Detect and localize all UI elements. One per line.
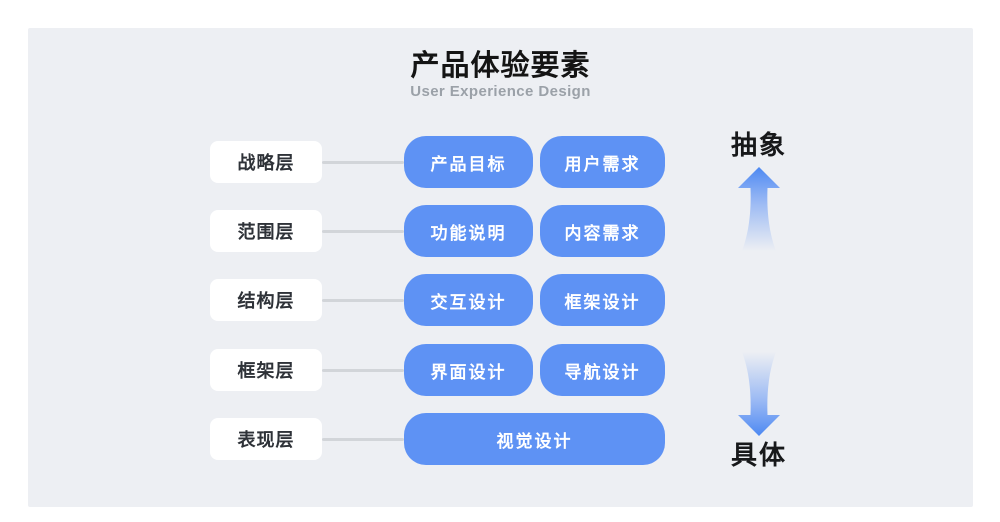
connector-line [322, 437, 404, 441]
element-box-navigation-design: 导航设计 [540, 344, 665, 396]
layer-row-surface: 表现层 视觉设计 [210, 413, 665, 465]
axis-abstract-label: 抽象 [730, 130, 787, 160]
layer-row-skeleton: 框架层 界面设计 导航设计 [210, 344, 665, 396]
element-box-visual-design: 视觉设计 [404, 413, 665, 465]
layer-row-scope: 范围层 功能说明 内容需求 [210, 205, 665, 257]
element-boxes: 视觉设计 [404, 413, 665, 465]
layer-row-strategy: 战略层 产品目标 用户需求 [210, 136, 665, 188]
element-box-interface-design: 界面设计 [404, 344, 533, 396]
layer-label-scope: 范围层 [210, 210, 322, 252]
element-box-content-requirements: 内容需求 [540, 205, 665, 257]
layer-label-skeleton: 框架层 [210, 349, 322, 391]
element-box-framework-design: 框架设计 [540, 274, 665, 326]
down-arrow-icon [738, 352, 780, 436]
element-box-interaction-design: 交互设计 [404, 274, 533, 326]
connector-line [322, 298, 404, 302]
element-boxes: 产品目标 用户需求 [404, 136, 665, 188]
element-box-product-goals: 产品目标 [404, 136, 533, 188]
connector-line [322, 160, 404, 164]
element-box-user-needs: 用户需求 [540, 136, 665, 188]
element-boxes: 交互设计 框架设计 [404, 274, 665, 326]
layer-label-structure: 结构层 [210, 279, 322, 321]
up-arrow-icon [738, 167, 780, 251]
element-boxes: 界面设计 导航设计 [404, 344, 665, 396]
diagram-panel: 产品体验要素 User Experience Design 战略层 产品目标 用… [28, 28, 973, 507]
layer-label-surface: 表现层 [210, 418, 322, 460]
layer-row-structure: 结构层 交互设计 框架设计 [210, 274, 665, 326]
layer-label-strategy: 战略层 [210, 141, 322, 183]
axis-concrete-label: 具体 [730, 440, 787, 470]
connector-line [322, 368, 404, 372]
element-box-functional-specs: 功能说明 [404, 205, 533, 257]
element-boxes: 功能说明 内容需求 [404, 205, 665, 257]
connector-line [322, 229, 404, 233]
diagram-title: 产品体验要素 [410, 50, 591, 82]
diagram-subtitle: User Experience Design [410, 83, 591, 100]
